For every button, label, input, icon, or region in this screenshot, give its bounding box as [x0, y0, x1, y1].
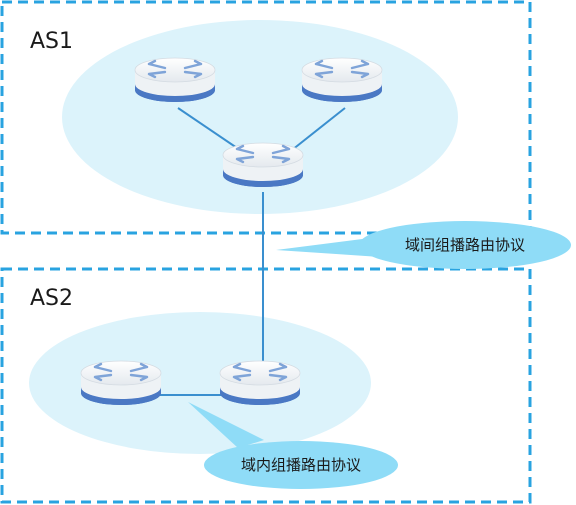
- router-icon: [79, 359, 163, 407]
- as2-router-border: [218, 359, 302, 407]
- router-icon: [300, 56, 384, 104]
- as2-label: AS2: [30, 286, 73, 311]
- as2-router-left: [79, 359, 163, 407]
- as2-cloud: [29, 312, 371, 454]
- router-icon: [218, 359, 302, 407]
- router-icon: [221, 141, 305, 189]
- router-icon: [133, 56, 217, 104]
- link-as1-left-border: [177, 107, 241, 151]
- as1-router-left: [133, 56, 217, 104]
- callout-intra-domain-text: 域内组播路由协议: [241, 456, 361, 474]
- as1-router-border: [221, 141, 305, 189]
- as1-router-right: [300, 56, 384, 104]
- as1-label: AS1: [30, 29, 73, 54]
- callout-inter-domain: 域间组播路由协议: [276, 221, 571, 269]
- links: [158, 107, 346, 396]
- callout-inter-domain-text: 域间组播路由协议: [405, 236, 525, 254]
- link-as1-right-border: [291, 107, 346, 151]
- callout-intra-domain: 域内组播路由协议: [188, 402, 398, 489]
- as1-boundary: [0, 0, 532, 235]
- as2-boundary: [0, 267, 532, 504]
